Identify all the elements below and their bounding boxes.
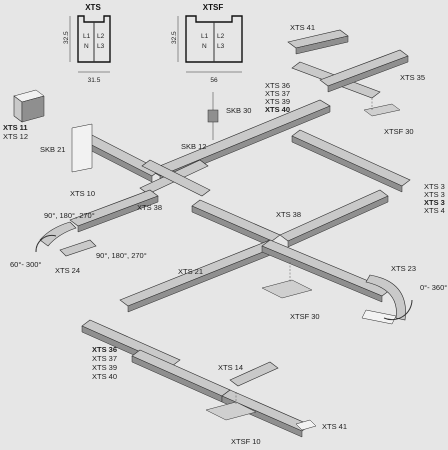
label-xts23: XTS 23 <box>391 264 416 273</box>
profile-xts-right-bottom: L3 <box>97 43 105 50</box>
profile-xts-title: XTS <box>85 3 101 12</box>
angle-connector-b <box>59 239 97 257</box>
profile-xts-width: 31.5 <box>88 77 101 84</box>
track-top-right-side <box>295 35 349 55</box>
profile-xtsf-right-top: L2 <box>217 33 225 40</box>
label-angle-a: 90°, 180°, 270° <box>44 211 95 220</box>
label-group-right-2: XTS 3 <box>424 190 445 199</box>
track-mid-center <box>191 199 281 242</box>
track-upper-rise <box>319 49 409 87</box>
label-group-top-3: XTS 39 <box>265 97 290 106</box>
track-lower-diagonal-side <box>127 245 279 313</box>
rotation-arc-left <box>35 235 57 253</box>
track-network <box>13 29 413 438</box>
profile-xtsf-right-bottom: L3 <box>217 43 225 50</box>
suspension-canopy <box>207 109 219 123</box>
label-xts35: XTS 35 <box>400 73 425 82</box>
label-group-bottom-2: XTS 37 <box>92 354 117 363</box>
profile-xtsf-width: 56 <box>210 77 218 84</box>
track-bottom-branch <box>229 361 279 387</box>
label-group-bottom-1: XTS 36 <box>92 345 117 354</box>
label-xtsf30-top: XTSF 30 <box>384 127 414 136</box>
track-right-arm-side <box>291 135 403 193</box>
labels: XTS 41 XTS 35 XTS 36 XTS 37 XTS 39 XTS 4… <box>3 23 447 446</box>
cover-top <box>363 103 401 117</box>
label-xts41-top: XTS 41 <box>290 23 315 32</box>
track-right-arm <box>291 129 411 187</box>
profile-xts-height: 32.5 <box>63 31 70 44</box>
profile-xts-outline <box>77 15 111 63</box>
track-lower-right-side <box>261 245 383 303</box>
label-angle-b: 90°, 180°, 270° <box>96 251 147 260</box>
profile-xtsf-title: XTSF <box>203 3 224 12</box>
flex-connector-end <box>361 309 397 325</box>
label-xts38-mid: XTS 38 <box>276 210 301 219</box>
label-group-bottom-4: XTS 40 <box>92 372 117 381</box>
cover-mid <box>261 279 313 299</box>
cover-bottom <box>205 401 257 421</box>
label-xts41-bottom: XTS 41 <box>322 422 347 431</box>
label-xts24: XTS 24 <box>55 266 80 275</box>
label-xts21: XTS 21 <box>178 267 203 276</box>
label-group-bottom-3: XTS 39 <box>92 363 117 372</box>
track-bottom-mid <box>131 349 231 397</box>
label-angle-d: 0°- 360° <box>420 283 447 292</box>
label-group-top-1: XTS 36 <box>265 81 290 90</box>
profile-xtsf: XTSF L1 N L2 L3 32.5 56 <box>171 3 243 84</box>
label-group-right-3: XTS 3 <box>424 198 445 207</box>
label-xts10: XTS 10 <box>70 189 95 198</box>
track-mid-left-side <box>77 195 159 233</box>
flex-connector <box>365 274 406 321</box>
label-xtsf10: XTSF 10 <box>231 437 261 446</box>
end-feed-side <box>21 95 45 123</box>
wall-bracket <box>71 123 93 173</box>
label-group-top-2: XTS 37 <box>265 89 290 98</box>
label-xts11: XTS 11 <box>3 123 28 132</box>
profile-xts-left-bottom: N <box>84 43 89 50</box>
end-cap-bottom <box>295 419 317 431</box>
label-group-right-4: XTS 4 <box>424 206 445 215</box>
profile-xts-left-top: L1 <box>83 33 91 40</box>
track-cross-b <box>141 159 211 197</box>
profile-xtsf-height: 32.5 <box>171 31 178 44</box>
label-group-top-4: XTS 40 <box>265 105 290 114</box>
track-mid-right-side <box>287 195 389 248</box>
profile-xtsf-left-top: L1 <box>201 33 209 40</box>
label-xtsf30-mid: XTSF 30 <box>290 312 320 321</box>
rotation-arc-right <box>383 299 413 321</box>
profile-xts-right-top: L2 <box>97 33 105 40</box>
label-skb21: SKB 21 <box>40 145 65 154</box>
label-skb12: SKB 12 <box>181 142 206 151</box>
label-xts14: XTS 14 <box>218 363 243 372</box>
track-upper-rise-side <box>327 55 409 93</box>
label-skb30: SKB 30 <box>226 106 251 115</box>
profile-xts: XTS L1 N L2 L3 32.5 31.5 <box>63 3 111 84</box>
profile-xtsf-outline <box>185 15 243 63</box>
track-bottom-mid-side <box>131 355 223 403</box>
label-xts38-left: XTS 38 <box>137 203 162 212</box>
profile-xtsf-left-bottom: N <box>202 43 207 50</box>
label-angle-c: 60°- 300° <box>10 260 41 269</box>
label-group-right-1: XTS 3 <box>424 182 445 191</box>
label-xts12: XTS 12 <box>3 132 28 141</box>
angle-connector <box>39 221 77 247</box>
